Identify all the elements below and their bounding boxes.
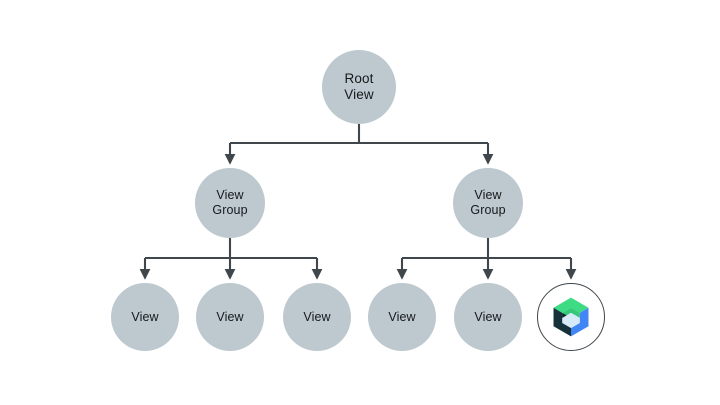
node-root-view[interactable]: Root View bbox=[322, 50, 396, 124]
node-view-group-right[interactable]: View Group bbox=[453, 168, 523, 238]
node-view-group-left-label: View Group bbox=[212, 188, 248, 217]
node-root-view-label: Root View bbox=[344, 71, 374, 102]
node-view-4[interactable]: View bbox=[368, 283, 436, 351]
node-view-2-label: View bbox=[216, 309, 244, 324]
node-view-2[interactable]: View bbox=[196, 283, 264, 351]
node-compose-view[interactable] bbox=[537, 283, 605, 351]
node-view-3-label: View bbox=[303, 309, 331, 324]
node-view-5[interactable]: View bbox=[454, 283, 522, 351]
node-view-group-right-label: View Group bbox=[470, 188, 506, 217]
node-view-1-label: View bbox=[131, 309, 159, 324]
node-view-1[interactable]: View bbox=[111, 283, 179, 351]
edge-viewgroup-right-to-leaves bbox=[396, 238, 577, 280]
node-view-4-label: View bbox=[388, 309, 416, 324]
edge-viewgroup-left-to-leaves bbox=[139, 238, 323, 280]
node-view-5-label: View bbox=[474, 309, 502, 324]
jetpack-compose-logo-icon bbox=[548, 294, 594, 340]
edge-root-to-viewgroups bbox=[224, 124, 494, 165]
node-view-group-left[interactable]: View Group bbox=[195, 168, 265, 238]
node-view-3[interactable]: View bbox=[283, 283, 351, 351]
